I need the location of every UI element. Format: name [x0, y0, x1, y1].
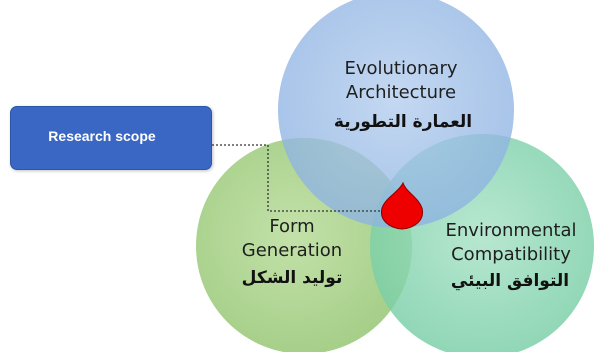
- form-title-line2: Generation: [242, 240, 342, 261]
- form-arabic-label: توليد الشكل: [242, 268, 343, 288]
- evolutionary-title-line1: Evolutionary: [344, 58, 457, 79]
- evolutionary-title-line2: Architecture: [346, 82, 456, 103]
- evolutionary-arabic-label: العمارة التطورية: [334, 112, 472, 132]
- environmental-title-line1: Environmental: [446, 220, 577, 241]
- research-scope-label: Research scope: [48, 128, 156, 144]
- environmental-arabic-label: التوافق البيئي: [451, 271, 569, 291]
- droplet-marker: [380, 181, 424, 230]
- environmental-title-line2: Compatibility: [451, 244, 571, 265]
- scope-connector: [212, 144, 380, 212]
- research-scope-box: Research scope: [10, 106, 212, 170]
- circle-evolutionary-architecture: [278, 0, 514, 228]
- form-title-line1: Form: [269, 216, 314, 237]
